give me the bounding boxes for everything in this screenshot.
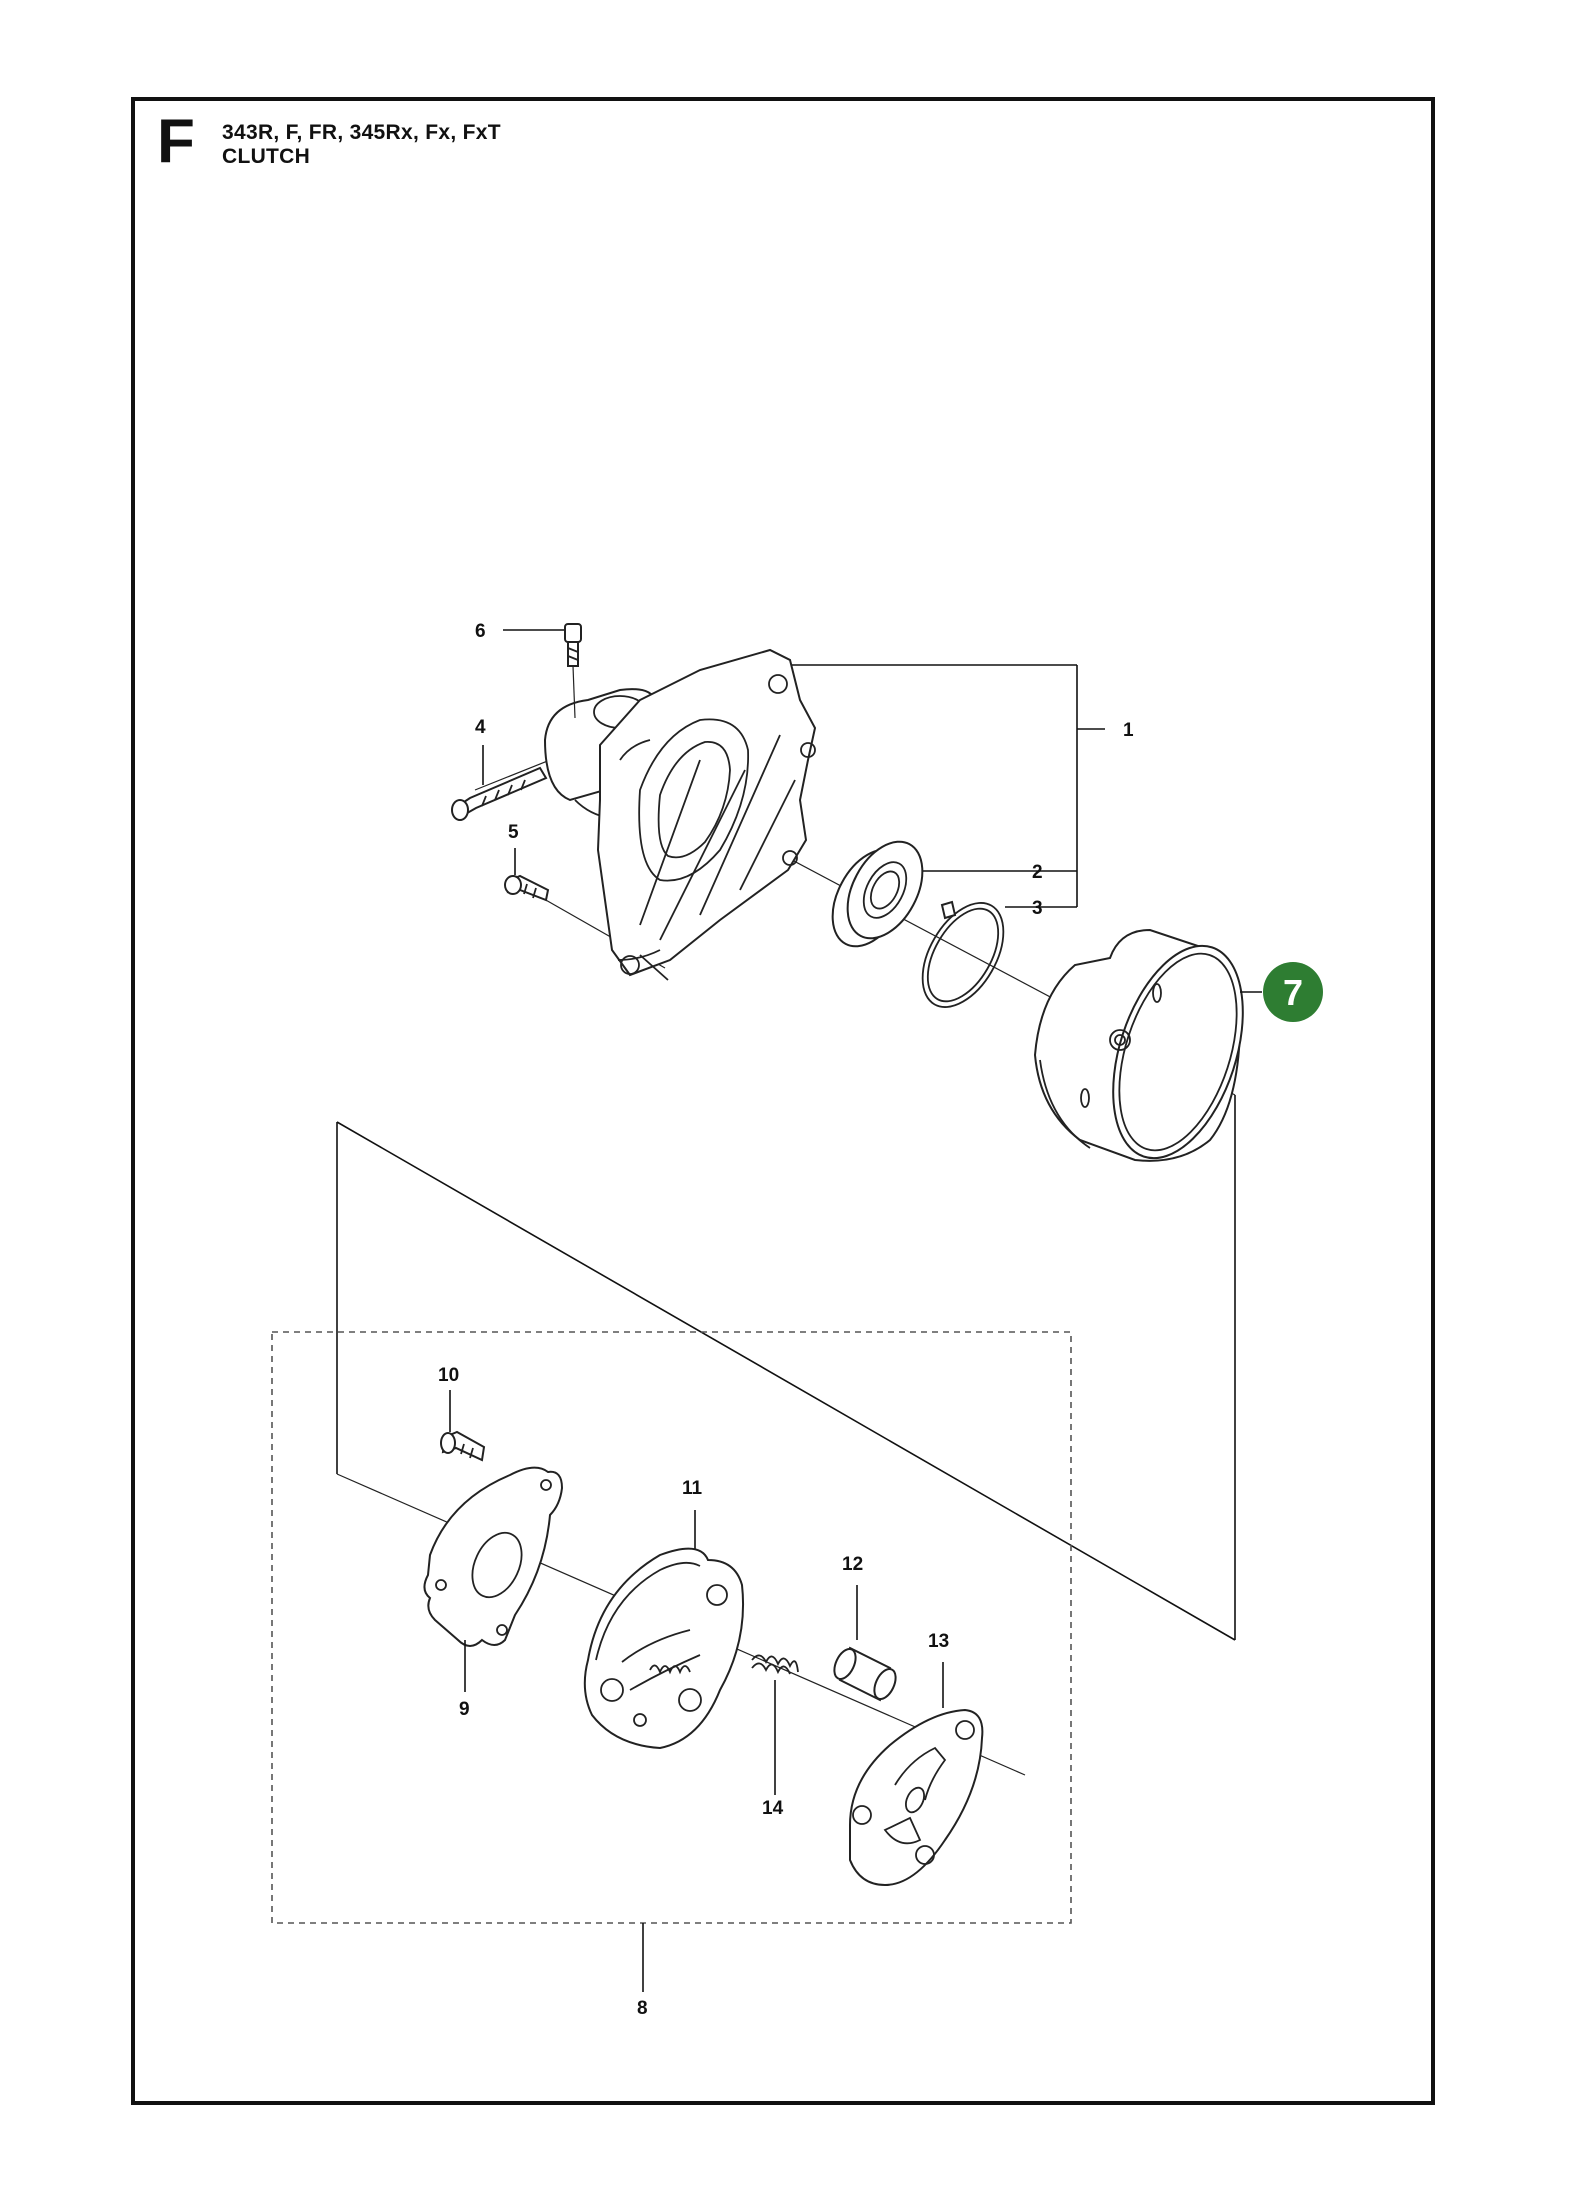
circlip-3 bbox=[921, 900, 1005, 1008]
label-10: 10 bbox=[438, 1365, 459, 1386]
label-1: 1 bbox=[1123, 720, 1134, 741]
label-12: 12 bbox=[842, 1554, 863, 1575]
callout-7-number: 7 bbox=[1283, 972, 1303, 1013]
spring-14 bbox=[751, 1654, 799, 1795]
header: 343R, F, FR, 345Rx, Fx, FxT CLUTCH bbox=[222, 121, 501, 169]
kit-8-box bbox=[271, 1331, 1072, 1924]
screw-4 bbox=[451, 745, 548, 821]
label-4: 4 bbox=[475, 717, 486, 738]
screw-6 bbox=[503, 623, 582, 719]
callout-7-circle bbox=[1263, 962, 1323, 1022]
clutch-housing bbox=[543, 648, 817, 981]
label-2: 2 bbox=[1032, 862, 1043, 883]
label-6: 6 bbox=[475, 621, 486, 642]
bearing-2 bbox=[831, 840, 924, 948]
bushing-12 bbox=[833, 1585, 897, 1702]
label-8: 8 bbox=[637, 1998, 648, 2019]
page-frame bbox=[131, 97, 1435, 2105]
label-11: 11 bbox=[682, 1478, 703, 1499]
label-9: 9 bbox=[459, 1699, 470, 1720]
label-14: 14 bbox=[762, 1798, 784, 1819]
section-letter: F bbox=[157, 107, 195, 176]
screw-5 bbox=[504, 848, 550, 902]
label-13: 13 bbox=[928, 1631, 949, 1652]
section-title: CLUTCH bbox=[222, 145, 311, 168]
clutch-drum-7 bbox=[1033, 928, 1244, 1162]
hub-plate-13 bbox=[849, 1662, 984, 1887]
label-3: 3 bbox=[1032, 898, 1043, 919]
callout-7: 7 bbox=[1240, 962, 1323, 1022]
bracket-1-2-3 bbox=[785, 664, 1105, 908]
models-line: 343R, F, FR, 345Rx, Fx, FxT bbox=[222, 121, 501, 144]
clutch-shoes-11 bbox=[583, 1510, 745, 1750]
assembly-frame bbox=[336, 1095, 1236, 1776]
label-5: 5 bbox=[508, 822, 519, 843]
plate-9 bbox=[423, 1466, 564, 1692]
screw-10 bbox=[440, 1390, 486, 1462]
